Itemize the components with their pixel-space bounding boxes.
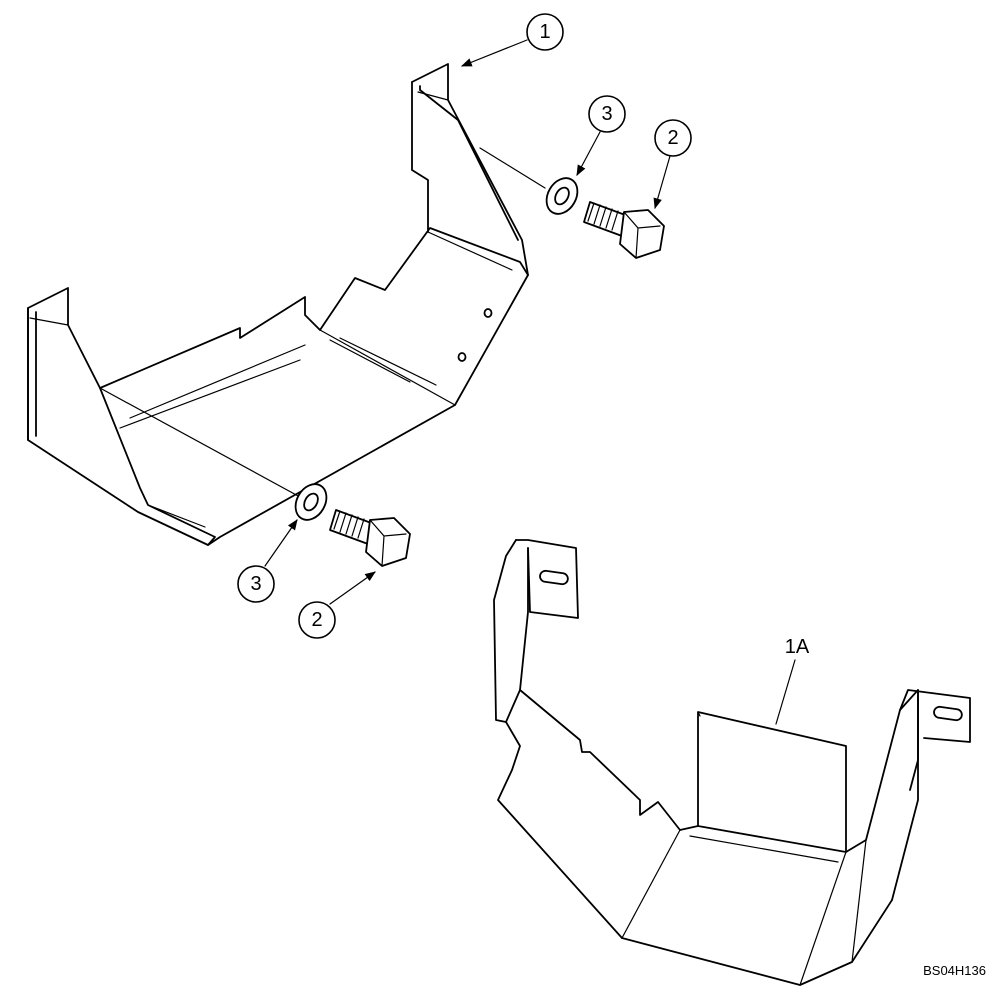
drawing-code: BS04H136: [923, 963, 986, 978]
callout-2-top: 2: [653, 119, 692, 210]
shield-part-1: [27, 63, 546, 546]
svg-text:2: 2: [311, 609, 322, 631]
bolt-top: [583, 201, 665, 259]
svg-text:3: 3: [601, 103, 612, 125]
callout-1: 1: [460, 13, 564, 67]
callout-2-bottom: 2: [298, 571, 376, 639]
callout-3-bottom: 3: [237, 519, 298, 603]
shield-part-1a: [493, 539, 971, 986]
svg-text:2: 2: [667, 127, 678, 149]
svg-text:1A: 1A: [785, 636, 810, 658]
washer-bottom: [294, 483, 328, 521]
bolt-bottom: [329, 509, 411, 567]
svg-text:3: 3: [250, 573, 261, 595]
svg-text:1: 1: [539, 21, 550, 43]
washer-top: [545, 177, 579, 215]
label-1a: 1A: [775, 636, 810, 725]
callout-3-top: 3: [576, 95, 626, 176]
